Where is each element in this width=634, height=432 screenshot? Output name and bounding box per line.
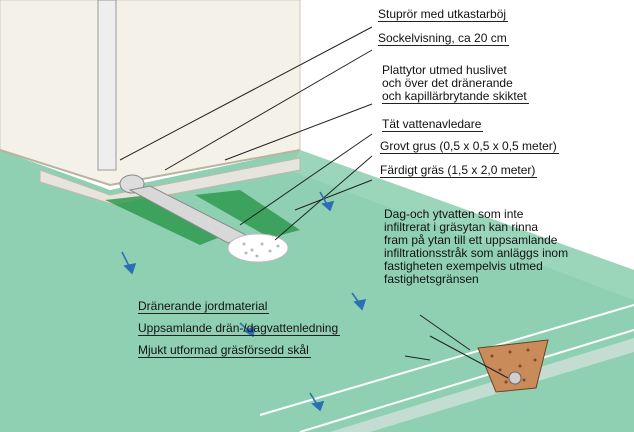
- house-wall: [0, 0, 301, 186]
- swale-lines: [259, 304, 634, 432]
- label-drain-channel: Tät vattenavledare: [382, 117, 484, 132]
- swale-band: [330, 338, 634, 432]
- flow-arrows: [121, 191, 367, 412]
- grass-strip-right: [195, 190, 300, 238]
- paving-slabs: [39, 157, 301, 206]
- label-downpipe: Stuprör med utkastarböj: [378, 7, 509, 22]
- soil-texture: [490, 348, 537, 384]
- collecting-pipe: [508, 371, 522, 385]
- grass-strip-left: [105, 195, 225, 245]
- gravel-texture: [242, 242, 280, 258]
- label-grass: Färdigt gräs (1,5 x 2,0 meter): [380, 163, 538, 178]
- label-surface-water: Dag-och ytvatten som inte infiltrerat i …: [384, 207, 569, 286]
- plinth-edge: [0, 149, 301, 187]
- gravel-pocket: [227, 233, 289, 263]
- label-plinth: Sockelvisning, ca 20 cm: [378, 31, 509, 46]
- draining-soil-section: [477, 339, 549, 393]
- lawn-far-band: [290, 150, 634, 300]
- leader-lines: [119, 26, 509, 379]
- label-swale: Mjukt utformad gräsförsedd skål: [138, 343, 311, 358]
- label-gravel: Grovt grus (0,5 x 0,5 x 0,5 meter): [380, 139, 559, 154]
- downpipe: [97, 0, 117, 171]
- label-draining-soil: Dränerande jordmaterial: [138, 299, 270, 314]
- label-paving: Plattytor utmed huslivet och över det dr…: [382, 63, 529, 104]
- label-collecting-pipe: Uppsamlande drän-/dagvattenledning: [138, 321, 341, 336]
